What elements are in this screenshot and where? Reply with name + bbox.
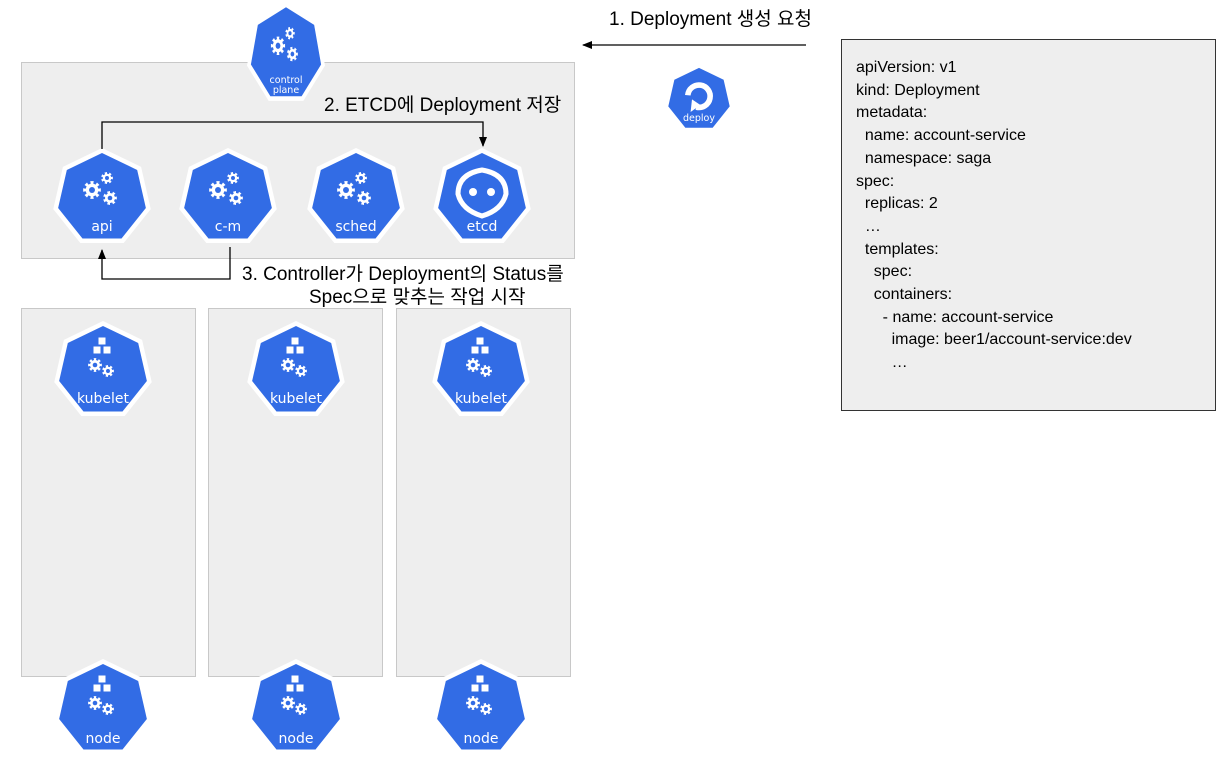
yaml-line: - name: account-service bbox=[856, 308, 1054, 326]
node-icon-1[interactable]: node bbox=[53, 657, 153, 757]
etcd-icon[interactable]: etcd bbox=[432, 146, 532, 246]
kubelet-icon-1[interactable]: kubelet bbox=[53, 319, 153, 419]
step1-annotation: 1. Deployment 생성 요청 bbox=[609, 9, 812, 30]
cm-icon[interactable]: c-m bbox=[178, 146, 278, 246]
yaml-line: kind: Deployment bbox=[856, 81, 980, 99]
api-icon[interactable]: api bbox=[52, 146, 152, 246]
etcd-label: etcd bbox=[466, 219, 498, 235]
deploy-label: deploy bbox=[683, 113, 715, 124]
yaml-line: replicas: 2 bbox=[856, 195, 938, 213]
kubelet-label-2: kubelet bbox=[269, 391, 323, 407]
kubelet-label-3: kubelet bbox=[454, 391, 508, 407]
deploy-icon[interactable]: deploy bbox=[664, 63, 734, 133]
node-label-2: node bbox=[278, 731, 314, 747]
node-icon-3[interactable]: node bbox=[431, 657, 531, 757]
yaml-line: spec: bbox=[856, 263, 913, 281]
kubelet-icon-2[interactable]: kubelet bbox=[246, 319, 346, 419]
kubelet-icon-3[interactable]: kubelet bbox=[431, 319, 531, 419]
yaml-line: namespace: saga bbox=[856, 149, 992, 167]
node-label-1: node bbox=[85, 731, 121, 747]
control-plane-icon[interactable]: control plane bbox=[246, 0, 326, 104]
cm-label: c-m bbox=[214, 219, 242, 235]
yaml-line: apiVersion: v1 bbox=[856, 59, 957, 76]
step3-annotation-line1: 3. Controller가 Deployment의 Status를 bbox=[242, 264, 564, 285]
api-label: api bbox=[91, 219, 113, 235]
yaml-line: … bbox=[856, 217, 881, 235]
step3-annotation-line2: Spec으로 맞추는 작업 시작 bbox=[309, 287, 526, 308]
yaml-line: metadata: bbox=[856, 104, 928, 122]
yaml-line: templates: bbox=[856, 240, 939, 258]
yaml-line: image: beer1/account-service:dev bbox=[856, 331, 1132, 349]
sched-icon[interactable]: sched bbox=[306, 146, 406, 246]
control-plane-label: control plane bbox=[269, 75, 303, 96]
yaml-line: … bbox=[856, 354, 908, 372]
yaml-line: spec: bbox=[856, 172, 895, 190]
kubelet-label-1: kubelet bbox=[76, 391, 130, 407]
yaml-line: containers: bbox=[856, 286, 953, 304]
node-label-3: node bbox=[463, 731, 499, 747]
yaml-line: name: account-service bbox=[856, 127, 1026, 145]
step2-annotation: 2. ETCD에 Deployment 저장 bbox=[324, 95, 562, 116]
sched-label: sched bbox=[335, 219, 377, 235]
node-icon-2[interactable]: node bbox=[246, 657, 346, 757]
